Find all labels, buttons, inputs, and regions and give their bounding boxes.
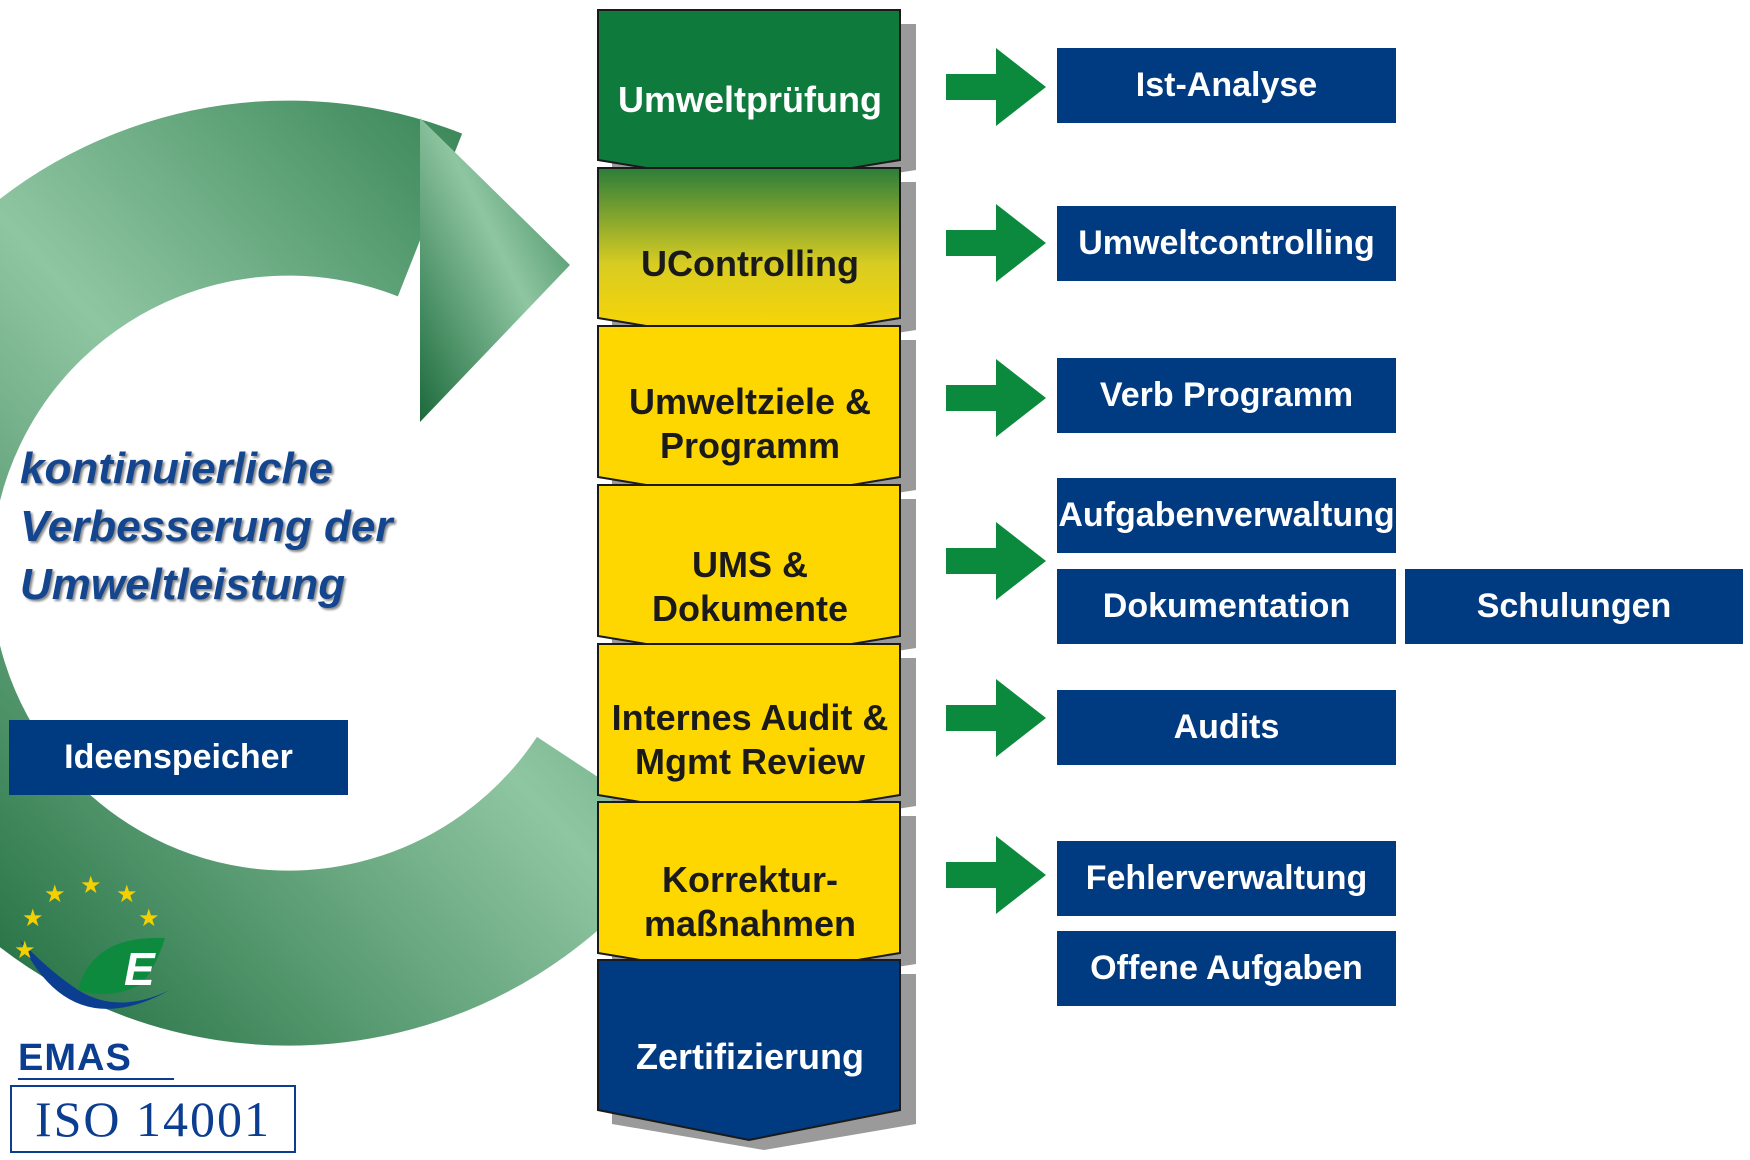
step-umweltziele-programm: Umweltziele & Programm [628, 381, 872, 466]
svg-text:★: ★ [80, 871, 102, 899]
connector-arrow-1 [946, 48, 1046, 126]
connector-arrows [946, 48, 1046, 914]
iso-14001-text: ISO 14001 [34, 1091, 272, 1147]
module-dokumentation[interactable]: Dokumentation [1057, 569, 1396, 644]
eu-eco-logo: E ★ ★ ★ ★ ★ ★ [14, 871, 170, 1009]
module-offene-aufgaben[interactable]: Offene Aufgaben [1057, 931, 1396, 1006]
svg-text:E: E [124, 943, 156, 995]
module-ideenspeicher[interactable]: Ideenspeicher [9, 720, 348, 795]
module-audits[interactable]: Audits [1057, 690, 1396, 765]
connector-arrow-4 [946, 522, 1046, 600]
step-ums-dokumente: UMS & Dokumente [651, 544, 849, 629]
cycle-arrow [0, 100, 683, 1046]
iso-14001-label: ISO 14001 [10, 1085, 296, 1153]
cycle-caption: kontinuierliche Verbesserung der Umweltl… [20, 444, 393, 609]
step-zertifizierung: Zertifizierung [635, 1036, 864, 1077]
svg-text:★: ★ [22, 904, 44, 932]
emas-label: EMAS [18, 1038, 174, 1080]
connector-arrow-2 [946, 204, 1046, 282]
svg-text:★: ★ [44, 880, 66, 908]
module-aufgabenverwaltung[interactable]: Aufgabenverwaltung [1057, 478, 1396, 553]
module-schulungen[interactable]: Schulungen [1405, 569, 1743, 644]
svg-text:★: ★ [14, 936, 36, 964]
step-chevrons [597, 9, 916, 1150]
svg-text:★: ★ [116, 880, 138, 908]
step-internes-audit-mgmt-review: Internes Audit & Mgmt Review [611, 697, 889, 782]
module-verb-programm[interactable]: Verb Programm [1057, 358, 1396, 433]
module-umweltcontrolling[interactable]: Umweltcontrolling [1057, 206, 1396, 281]
connector-arrow-6 [946, 836, 1046, 914]
svg-text:★: ★ [138, 904, 160, 932]
connector-arrow-3 [946, 359, 1046, 437]
connector-arrow-5 [946, 679, 1046, 757]
module-ist-analyse[interactable]: Ist-Analyse [1057, 48, 1396, 123]
module-fehlerverwaltung[interactable]: Fehlerverwaltung [1057, 841, 1396, 916]
step-korrekturmassnahmen: Korrektur-maßnahmen [643, 859, 857, 944]
step-umweltpruefung: Umweltprüfung [618, 79, 882, 120]
step-ucontrolling: UControlling [641, 243, 859, 284]
